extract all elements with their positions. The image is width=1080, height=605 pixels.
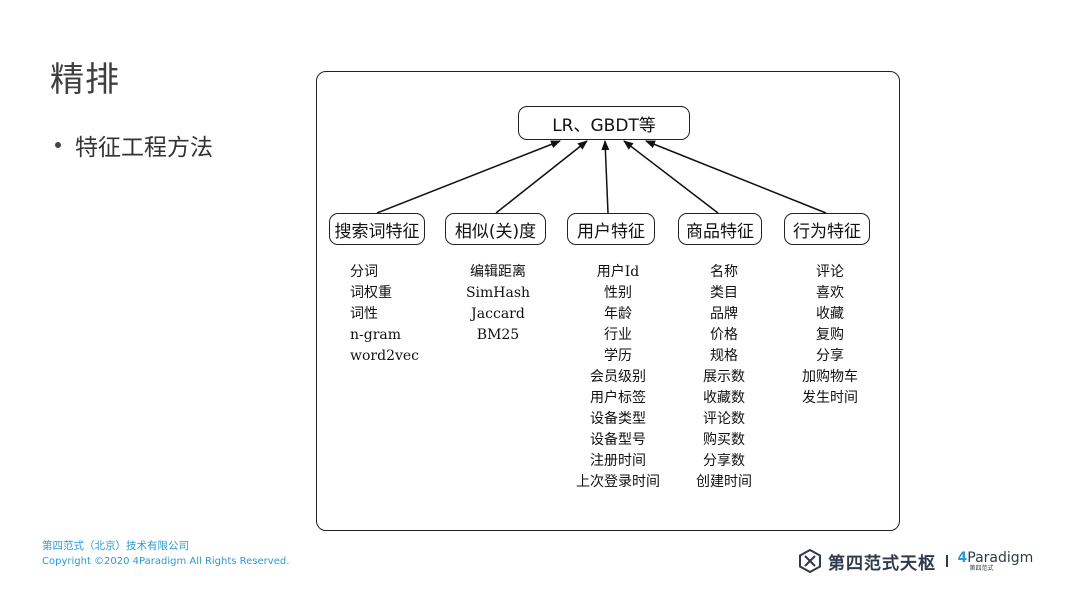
feature-item: 设备型号 — [590, 432, 646, 448]
category-node-user: 用户特征 — [567, 213, 655, 245]
feature-item: 收藏数 — [703, 390, 745, 406]
feature-item: Jaccard — [471, 306, 525, 322]
feature-item: 购买数 — [703, 432, 745, 448]
feature-item: 行业 — [604, 327, 632, 343]
logo-brand-cn: 第四范式天枢 — [828, 553, 936, 574]
category-node-similarity: 相似(关)度 — [445, 213, 546, 245]
feature-item: 年龄 — [604, 306, 632, 322]
feature-item: 注册时间 — [590, 453, 646, 469]
bullet-item: 特征工程方法 — [55, 128, 213, 162]
feature-item: 上次登录时间 — [576, 474, 660, 490]
feature-item: SimHash — [465, 285, 531, 301]
feature-item: 编辑距离 — [470, 264, 526, 280]
feature-item: n-gram — [350, 327, 402, 343]
footer-company: 第四范式（北京）技术有限公司 — [42, 540, 189, 552]
feature-item: 评论数 — [703, 411, 745, 427]
feature-item: 设备类型 — [590, 411, 646, 427]
logo-4p-digit: 4 — [957, 549, 968, 566]
feature-item: 会员级别 — [590, 369, 646, 385]
feature-item: 加购物车 — [802, 369, 858, 385]
bullet-dot-icon — [55, 142, 61, 148]
feature-item: 品牌 — [710, 306, 738, 322]
feature-item: 评论 — [816, 264, 844, 280]
feature-item: word2vec — [350, 348, 420, 364]
feature-list-user: 用户Id 性别年龄行业学历会员级别用户标签设备类型设备型号注册时间上次登录时间 — [563, 262, 673, 493]
feature-item: 分享 — [816, 348, 844, 364]
feature-item: 喜欢 — [816, 285, 844, 301]
feature-item: 分词 — [350, 264, 378, 280]
feature-list-product: 名称类目品牌价格规格展示数收藏数评论数购买数分享数创建时间 — [684, 262, 764, 493]
feature-item: 价格 — [710, 327, 738, 343]
logo-separator — [946, 555, 948, 567]
feature-item: 学历 — [604, 348, 632, 364]
feature-item: 用户Id — [596, 264, 640, 280]
feature-item: BM25 — [476, 327, 520, 343]
category-node-behavior: 行为特征 — [784, 213, 870, 245]
footer-copyright: Copyright ©2020 4Paradigm All Rights Res… — [42, 556, 290, 567]
feature-item: 收藏 — [816, 306, 844, 322]
feature-item: 词性 — [350, 306, 378, 322]
feature-item: 创建时间 — [696, 474, 752, 490]
company-logo: 第四范式天枢 4Paradigm 第四范式 — [798, 546, 1033, 576]
feature-item: 类目 — [710, 285, 738, 301]
feature-list-behavior: 评论喜欢收藏复购分享加购物车发生时间 — [790, 262, 870, 409]
category-node-search-terms: 搜索词特征 — [329, 213, 425, 245]
logo-4paradigm: 4Paradigm 第四范式 — [958, 551, 1034, 572]
feature-list-search-terms: 分词词权重词性 n-gram word2vec — [350, 262, 419, 367]
feature-item: 用户标签 — [590, 390, 646, 406]
feature-item: 词权重 — [350, 285, 392, 301]
logo-4p-text: Paradigm — [967, 549, 1034, 566]
category-node-product: 商品特征 — [678, 213, 762, 245]
feature-item: 复购 — [816, 327, 844, 343]
logo-4p-sub: 第四范式 — [969, 564, 994, 572]
feature-item: 性别 — [604, 285, 632, 301]
model-node: LR、GBDT等 — [518, 106, 690, 140]
bullet-text: 特征工程方法 — [75, 135, 213, 161]
feature-item: 规格 — [710, 348, 738, 364]
slide-title: 精排 — [50, 60, 120, 100]
feature-item: 分享数 — [703, 453, 745, 469]
diagram-frame — [316, 71, 900, 531]
feature-item: 名称 — [710, 264, 738, 280]
feature-item: 展示数 — [703, 369, 745, 385]
logo-mark-icon — [799, 549, 821, 573]
feature-item: 发生时间 — [802, 390, 858, 406]
